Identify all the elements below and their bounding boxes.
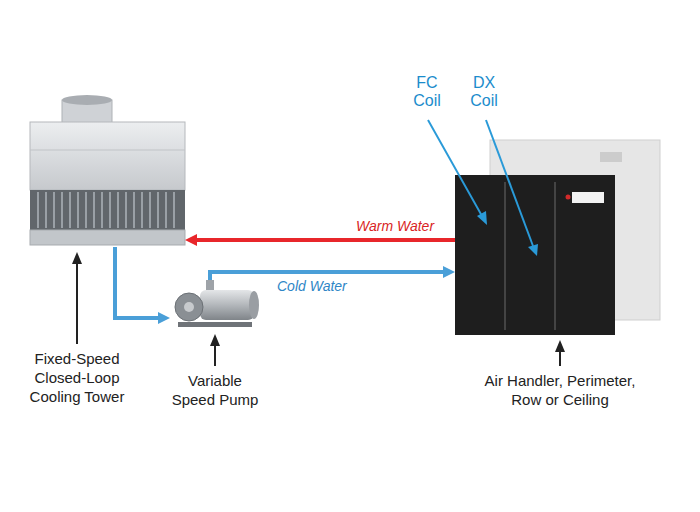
- status-light: [566, 195, 571, 200]
- leader-head: [555, 340, 565, 352]
- leader-head: [72, 252, 82, 264]
- leader-head: [210, 334, 220, 346]
- component-label: Air Handler, Perimeter, Row or Ceiling: [470, 372, 650, 410]
- arrowhead: [185, 234, 197, 246]
- pump-housing: [175, 293, 203, 321]
- pump: Variable Speed Pump: [170, 280, 260, 328]
- leader-line: [559, 350, 561, 366]
- arrowhead: [443, 266, 455, 278]
- pump-base: [178, 322, 252, 327]
- leader-arrows: [72, 252, 565, 366]
- leader-line: [76, 262, 78, 344]
- leader-head: [528, 244, 538, 256]
- rear-unit-display: [600, 152, 622, 162]
- coil-label: DX Coil: [462, 74, 506, 111]
- flow-label: Warm Water: [353, 218, 437, 235]
- casing-seam: [30, 150, 185, 151]
- component-label: Fixed-Speed Closed-Loop Cooling Tower: [22, 350, 132, 406]
- coil-label: FC Coil: [405, 74, 449, 111]
- door-seam: [504, 182, 506, 330]
- door-seam: [554, 182, 556, 330]
- leader-head: [477, 211, 487, 225]
- water-pipe: [185, 234, 455, 246]
- motor-end-cap: [249, 291, 259, 319]
- fan-stack-top: [62, 95, 112, 105]
- pump-illustration: [175, 280, 259, 327]
- leader-line: [428, 120, 482, 216]
- pump-inlet: [184, 302, 194, 312]
- tower-base: [30, 230, 185, 245]
- control-display: [572, 192, 604, 203]
- front-unit: [455, 175, 615, 335]
- air-handler-illustration: [455, 140, 660, 335]
- pipe-line: [195, 238, 455, 242]
- tower-louvers: [30, 190, 185, 230]
- arrowhead: [158, 312, 170, 324]
- leader-line: [486, 120, 533, 246]
- water-pipe: [115, 247, 170, 324]
- pipe-line: [115, 247, 160, 318]
- air-handler: Air Handler, Perimeter, Row or Ceiling: [455, 175, 615, 335]
- component-label: Variable Speed Pump: [170, 372, 260, 410]
- pump-motor: [200, 290, 254, 320]
- coil-leaders: [428, 120, 538, 256]
- flow-label: Cold Water: [274, 278, 350, 295]
- leader-line: [214, 344, 216, 366]
- louver-slats: [38, 192, 174, 228]
- cooling-tower-illustration: [30, 95, 185, 245]
- cooling-tower: Fixed-Speed Closed-Loop Cooling Tower: [30, 92, 185, 247]
- tower-casing: [30, 122, 185, 190]
